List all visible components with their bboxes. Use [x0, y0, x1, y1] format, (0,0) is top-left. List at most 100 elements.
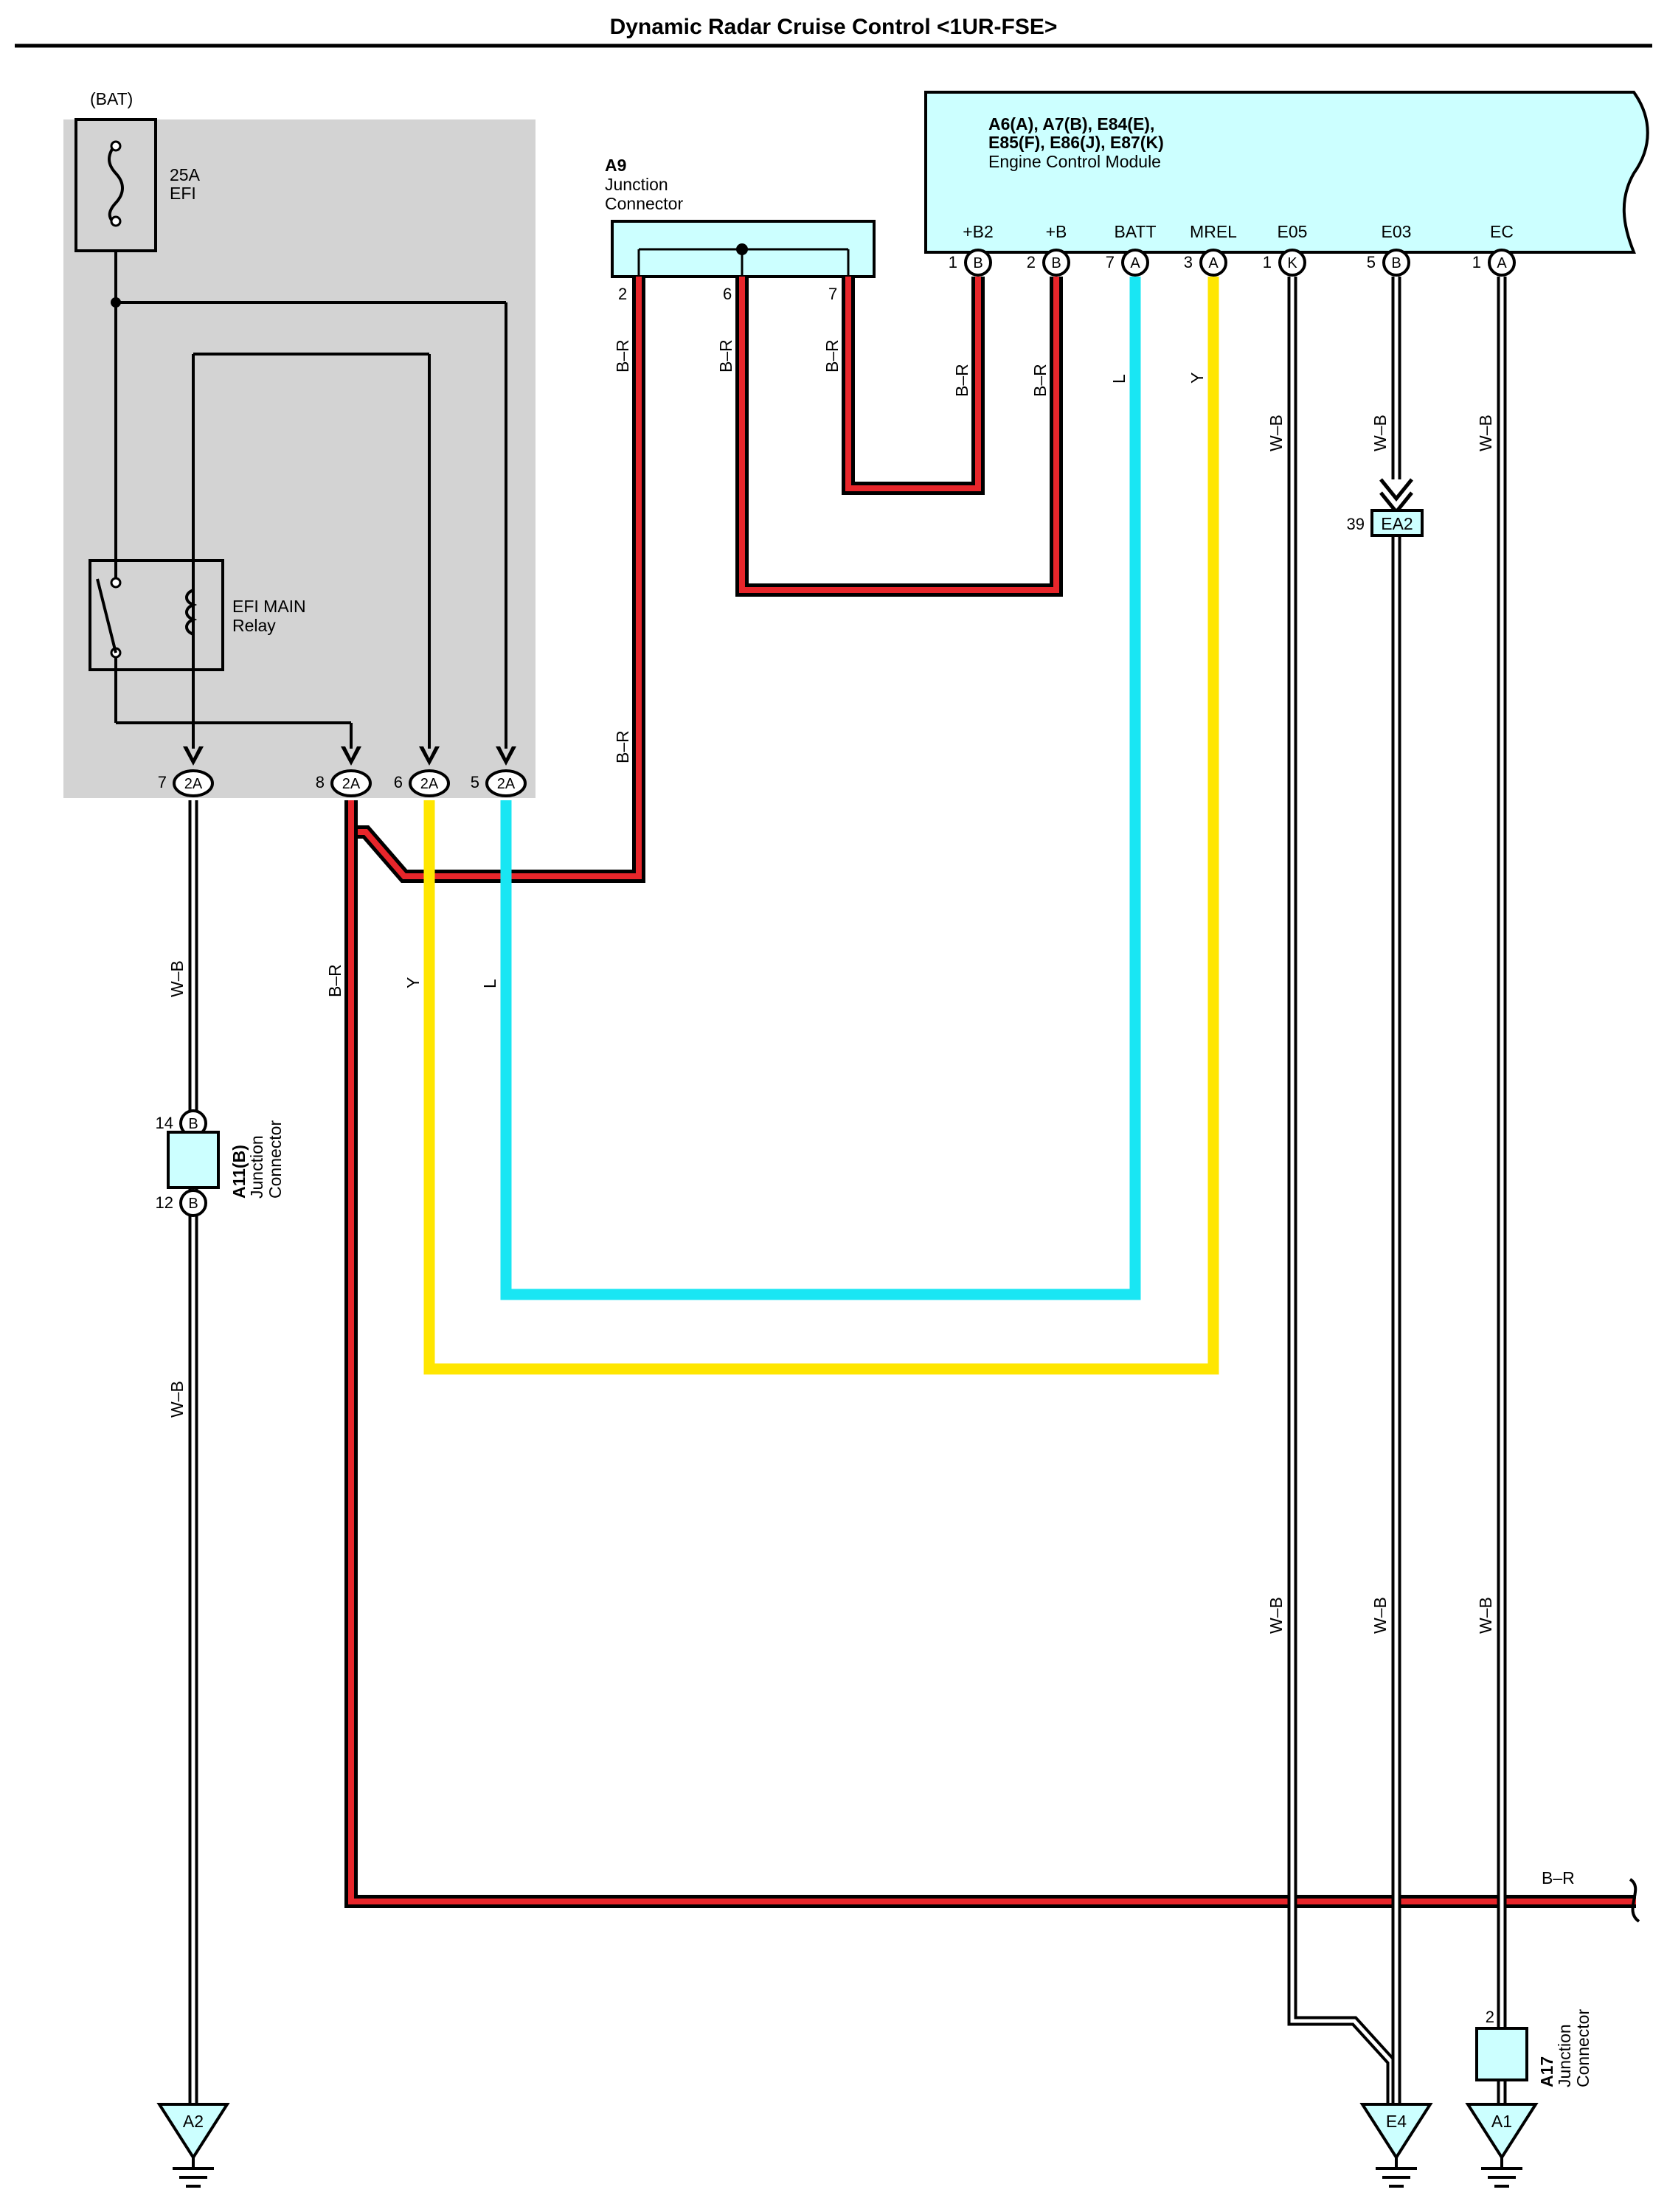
a17-line1: Junction: [1555, 2024, 1574, 2087]
ecm-pin-label-e05: E05: [1278, 222, 1308, 241]
ground-a2: [156, 2103, 230, 2188]
wire-label-br-a9-7: B–R: [822, 339, 842, 372]
ground-e4: [1359, 2103, 1433, 2188]
wire-label-wb-relay7: W–B: [167, 960, 187, 997]
fuse-rating: 25A: [170, 165, 201, 184]
wire-label-br-ecm-b: B–R: [1030, 364, 1050, 397]
ecm-pin-label-e03: E03: [1382, 222, 1412, 241]
ecm-pin-num-e03: 5: [1367, 253, 1376, 271]
relay-pin-num-8: 8: [316, 773, 325, 791]
wires: [188, 277, 1640, 2104]
relay-pin-bubble-8: [330, 769, 372, 797]
ea2-connector: [1370, 509, 1424, 537]
ecm-pin-bubble-mrel: [1199, 249, 1227, 277]
ground-a1: [1465, 2103, 1539, 2188]
a9-line1: Junction: [605, 175, 668, 194]
relay-pin-num-7: 7: [158, 773, 167, 791]
wire-label-l-relay5: L: [480, 979, 499, 988]
page-title: Dynamic Radar Cruise Control <1UR-FSE>: [610, 15, 1058, 39]
wire-br-a9-6-to-b-stripe: [739, 277, 1059, 593]
wire-label-l-ecm: L: [1109, 374, 1129, 384]
a9-junction-dot: [736, 243, 748, 255]
ecm-pin-label-b: +B: [1046, 222, 1067, 241]
wire-br-a9-7-to-b2-stripe: [845, 277, 981, 491]
wire-label-br-bus: B–R: [1542, 1868, 1575, 1887]
relay-pin-conn-6: 2A: [420, 776, 439, 792]
ecm-pin-label-b2: +B2: [963, 222, 994, 241]
ground-e4-label: E4: [1386, 2112, 1407, 2131]
ground-a2-label: A2: [183, 2112, 204, 2131]
ecm-pin-conn-e05: K: [1287, 255, 1297, 271]
ecm-pin-bubble-e05: [1278, 249, 1306, 277]
relay-pin-conn-8: 2A: [342, 776, 361, 792]
a11-line1: Junction: [247, 1135, 266, 1199]
ecm-pin-bubble-b2: [964, 249, 992, 277]
wire-label-wb-ec: W–B: [1476, 415, 1495, 451]
relay-name-line1: EFI MAIN: [232, 597, 306, 616]
wire-label-br-relay8: B–R: [325, 964, 344, 997]
a9-pin-2: 2: [618, 285, 627, 303]
ecm-pin-conn-b: B: [1051, 255, 1061, 271]
relay-pin-num-6: 6: [394, 773, 403, 791]
wire-label-br-ecm-b2: B–R: [952, 364, 971, 397]
wire-wb-e05: [1287, 277, 1396, 2104]
wire-label-wb-a11: W–B: [167, 1381, 187, 1418]
a9-pin-6: 6: [723, 285, 732, 303]
wire-label-y-ecm: Y: [1188, 372, 1207, 384]
a17-pin-num: 2: [1486, 2008, 1494, 2026]
ecm-pin-bubble-b: [1042, 249, 1070, 277]
a11-junction-connector: [167, 1131, 220, 1189]
ecm-pin-num-b: 2: [1027, 253, 1036, 271]
fuse-name: EFI: [170, 184, 196, 203]
wire-label-br-a9-2-lower: B–R: [613, 730, 632, 763]
wire-br-a9-6-to-b: [735, 277, 1063, 597]
relay-connector-arrows: [183, 746, 516, 766]
relay-pin-conn-5: 2A: [497, 776, 516, 792]
a9-line2: Connector: [605, 194, 683, 213]
ea2-pin-num: 39: [1347, 515, 1365, 533]
relay-pin-num-5: 5: [471, 773, 479, 791]
ecm-codes-line2: E85(F), E86(J), E87(K): [988, 133, 1164, 152]
wire-br-main-stripe: [348, 800, 1636, 1904]
bat-label: (BAT): [90, 89, 133, 108]
ecm-pin-label-batt: BATT: [1114, 222, 1156, 241]
wire-labels: B–R B–R B–R B–R B–R B–R L Y W–B W–B W–B …: [167, 339, 1495, 1634]
ecm-codes-line1: A6(A), A7(B), E84(E),: [988, 114, 1154, 134]
ecm-pin-conn-e03: B: [1391, 255, 1401, 271]
relay-pin-conn-7: 2A: [184, 776, 203, 792]
wire-br-main: [344, 800, 1636, 1908]
ecm-pin-num-ec: 1: [1472, 253, 1481, 271]
ecm-pin-label-ec: EC: [1490, 222, 1514, 241]
wire-label-wb-e05: W–B: [1266, 415, 1286, 451]
relay-pin-bubble-5: [485, 769, 527, 797]
relay-block: [63, 119, 536, 798]
wire-label-wb-e03: W–B: [1370, 415, 1390, 451]
a11-line2: Connector: [266, 1120, 285, 1199]
ecm-pin-bubble-ec: [1488, 249, 1516, 277]
a11-conn-bottom: B: [188, 1196, 198, 1212]
efi-main-relay: [89, 559, 224, 671]
ecm-pin-num-mrel: 3: [1184, 253, 1193, 271]
ea2-label: EA2: [1381, 514, 1413, 533]
ecm-pin-bubble-e03: [1382, 249, 1410, 277]
ecm-pin-conn-batt: A: [1130, 255, 1140, 271]
wire-label-br-a9-2: B–R: [613, 339, 632, 372]
ground-a1-label: A1: [1491, 2112, 1512, 2131]
ecm-pin-conn-ec: A: [1497, 255, 1507, 271]
junction-dot: [111, 297, 121, 308]
wire-l-batt: [500, 277, 1141, 1300]
relay-name-line2: Relay: [232, 616, 276, 635]
ecm-pin-bubble-batt: [1121, 249, 1149, 277]
wire-label-wb-e05-lower: W–B: [1266, 1597, 1286, 1634]
wire-continuation-break: [1629, 1878, 1640, 1923]
ea2-arrow: [1379, 478, 1413, 515]
ecm-pin-conn-b2: B: [973, 255, 982, 271]
a11-pin-bottom: 12: [156, 1193, 173, 1212]
a17-line2: Connector: [1573, 2009, 1593, 2087]
ecm-pin-num-b2: 1: [949, 253, 957, 271]
relay-pin-bubble-6: [409, 769, 450, 797]
a9-pin-7: 7: [828, 285, 837, 303]
ecm-pin-label-mrel: MREL: [1190, 222, 1237, 241]
a9-code: A9: [605, 156, 626, 175]
